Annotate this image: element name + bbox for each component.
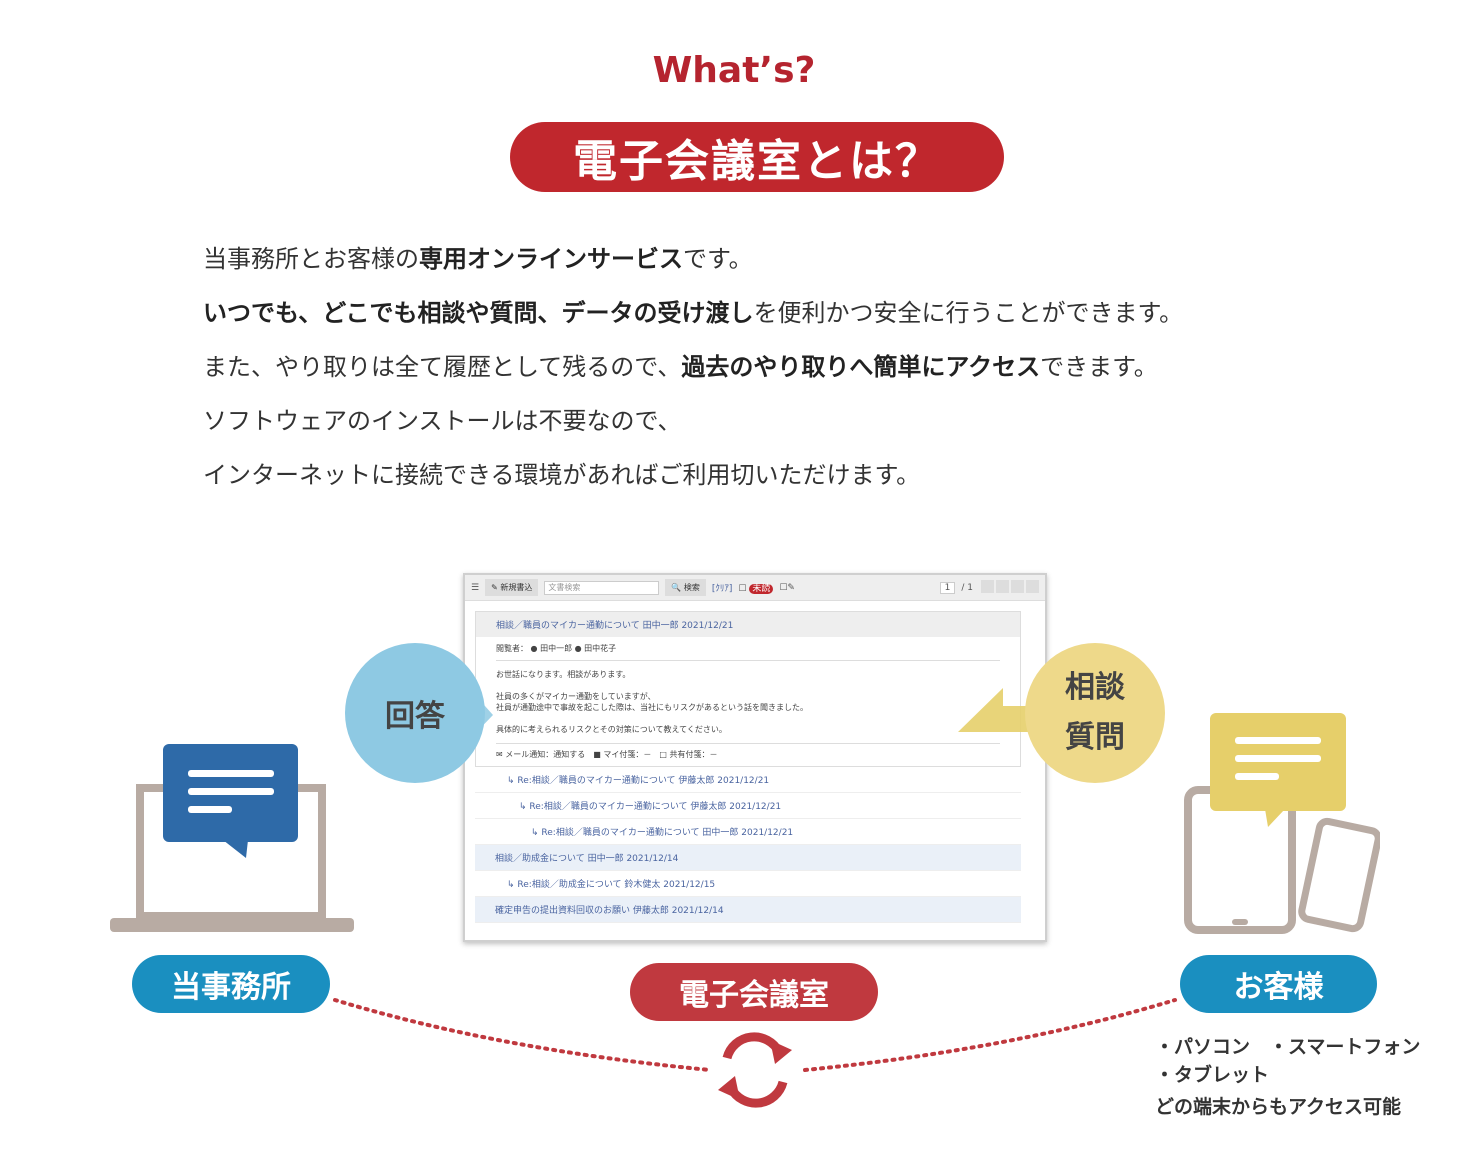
next-page-button[interactable]	[1011, 579, 1024, 593]
connection-lines	[333, 998, 1177, 1108]
user-icon: ●	[574, 644, 582, 653]
post-body-line: 社員の多くがマイカー通勤をしていますが、	[496, 692, 656, 701]
thread-row[interactable]: ↳ Re:相談／助成金について 鈴木健太 2021/12/15	[475, 871, 1021, 897]
viewer: 田中花子	[584, 644, 617, 653]
new-post-button[interactable]: ✎ 新規書込	[485, 579, 539, 596]
intro-text: また、やり取りは全て履歴として残るので、	[203, 353, 682, 381]
eyebrow-heading: What’s?	[652, 50, 816, 91]
thread-row[interactable]: ↳ Re:相談／職員のマイカー通勤について 伊藤太郎 2021/12/21	[475, 793, 1021, 819]
viewer: 田中一郎	[540, 644, 573, 653]
laptop-icon	[110, 744, 354, 932]
page-title: 電子会議室とは？	[510, 122, 1004, 192]
answer-label: 回答	[385, 699, 445, 734]
thread-row[interactable]: ↳ Re:相談／職員のマイカー通勤について 伊藤太郎 2021/12/21	[475, 767, 1021, 793]
intro-emphasis: 専用オンラインサービス	[419, 245, 683, 273]
post-body-line: 具体的に考えられるリスクとその対策について教えてください。	[496, 725, 727, 734]
intro-emphasis: いつでも、どこでも相談や質問、データの受け渡し	[203, 299, 754, 327]
consult-label: 相談	[1065, 670, 1125, 705]
unread-badge: 未読	[749, 584, 774, 594]
intro-text: ソフトウェアのインストールは不要なので、	[203, 407, 682, 435]
intro-text: インターネットに接続できる環境があればご利用切いただけます。	[203, 461, 921, 489]
post-title[interactable]: 相談／職員のマイカー通勤について 田中一郎 2021/12/21	[476, 612, 1020, 637]
sticky-checkbox[interactable]: ☐✎	[779, 582, 795, 593]
toolbar: ☰ ✎ 新規書込 文書検索 🔍 検索 [ｸﾘｱ] ☐ 未読 ☐✎ 1 / 1	[465, 575, 1045, 601]
user-icon: ●	[530, 644, 538, 653]
thread-row[interactable]: 相談／助成金について 田中一郎 2021/12/14	[475, 845, 1021, 871]
intro-text: を便利かつ安全に行うことができます。	[753, 299, 1184, 327]
menu-icon[interactable]: ☰	[471, 582, 480, 593]
post-footer: ✉ メール通知：通知する ■ マイ付箋：－ □ 共有付箋：－	[496, 750, 718, 759]
unread-checkbox[interactable]: ☐ 未読	[738, 581, 774, 594]
search-button[interactable]: 🔍 検索	[665, 579, 706, 596]
first-page-button[interactable]	[981, 579, 994, 593]
customer-label: お客様	[1180, 955, 1377, 1013]
tablet-phone-icon	[1184, 713, 1380, 934]
viewers-label: 閲覧者：	[496, 644, 528, 653]
search-input[interactable]: 文書検索	[544, 580, 660, 595]
last-page-button[interactable]	[1026, 579, 1039, 593]
consult-circle: 相談質問	[1025, 643, 1165, 783]
prev-page-button[interactable]	[996, 579, 1009, 593]
office-label: 当事務所	[132, 955, 330, 1013]
intro-text: できます。	[1040, 353, 1158, 381]
post-body-line: お世話になります。相談があります。	[496, 670, 631, 679]
devices-line: ・タブレット	[1155, 1064, 1270, 1086]
clear-link[interactable]: [ｸﾘｱ]	[711, 584, 733, 594]
thread-row[interactable]: ↳ Re:相談／職員のマイカー通勤について 田中一郎 2021/12/21	[475, 819, 1021, 845]
intro-text: 当事務所とお客様の	[203, 245, 419, 273]
intro-text: 当事務所とお客様の専用オンラインサービスです。 いつでも、どこでも相談や質問、デ…	[203, 232, 1183, 502]
conference-room-screenshot: ☰ ✎ 新規書込 文書検索 🔍 検索 [ｸﾘｱ] ☐ 未読 ☐✎ 1 / 1 相…	[463, 573, 1047, 942]
post-body-line: 社員が通勤途中で事故を起こした際は、当社にもリスクがあるという話を聞きました。	[496, 703, 808, 712]
intro-emphasis: 過去のやり取りへ簡単にアクセス	[681, 353, 1041, 381]
page-total: / 1	[961, 582, 973, 593]
page-input[interactable]: 1	[939, 581, 956, 594]
thread-row[interactable]: 確定申告の提出資料回収のお願い 伊藤太郎 2021/12/14	[475, 897, 1021, 923]
devices-line: どの端末からもアクセス可能	[1155, 1096, 1402, 1118]
answer-circle: 回答	[345, 643, 485, 783]
question-label: 質問	[1065, 720, 1125, 755]
devices-note: ・パソコン ・スマートフォン ・タブレット どの端末からもアクセス可能	[1155, 1033, 1420, 1121]
devices-line: ・パソコン ・スマートフォン	[1155, 1036, 1421, 1058]
intro-text: です。	[683, 245, 753, 273]
room-label: 電子会議室	[630, 963, 878, 1021]
post: 相談／職員のマイカー通勤について 田中一郎 2021/12/21 閲覧者： ● …	[475, 611, 1021, 767]
